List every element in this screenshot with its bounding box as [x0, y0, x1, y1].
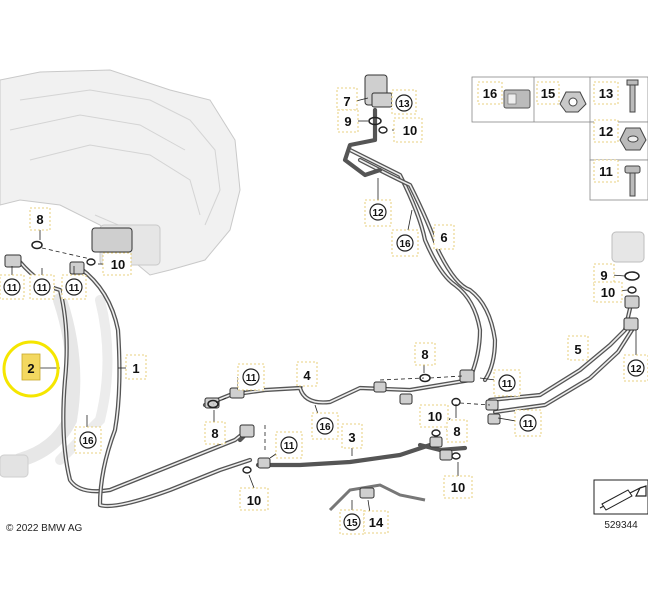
callout-1-text: 1	[132, 361, 139, 376]
callout-10f: 10	[443, 475, 473, 499]
legend-11-text: 11	[599, 164, 613, 179]
callout-10e: 10	[239, 487, 269, 511]
callout-9a-text: 9	[344, 114, 351, 129]
callout-14: 14	[363, 510, 389, 534]
callout-8b-text: 8	[211, 426, 218, 441]
legend-12: 12	[593, 119, 647, 151]
callout-10c-text: 10	[428, 409, 442, 424]
callout-16b: 16	[74, 426, 102, 454]
callout-12a-text: 12	[372, 208, 384, 219]
callout-4: 4	[296, 361, 318, 387]
callouts: 7 13 9 10 12 16	[0, 87, 648, 535]
callout-12a: 12	[364, 199, 392, 227]
callout-16a: 16	[391, 229, 419, 257]
callout-3: 3	[341, 423, 363, 449]
callout-11a-text: 11	[7, 283, 18, 294]
bolt-icon	[629, 81, 636, 113]
fittings	[4, 74, 645, 512]
callout-10f-text: 10	[451, 480, 465, 495]
callout-10a-text: 10	[403, 123, 417, 138]
callout-15: 15	[339, 509, 365, 535]
diagram-id-box: 529344	[593, 479, 648, 531]
legend-13: 13	[593, 79, 639, 113]
callout-11g-text: 11	[284, 441, 295, 452]
legend-16-text: 16	[483, 86, 497, 101]
screw-icon	[629, 171, 636, 197]
diagram-number: 529344	[604, 520, 638, 531]
callout-8c-text: 8	[421, 347, 428, 362]
callout-8a-text: 8	[36, 212, 43, 227]
callout-9b-text: 9	[600, 268, 607, 283]
callout-7: 7	[336, 87, 358, 111]
callout-8c: 8	[414, 342, 436, 366]
callout-11c: 11	[61, 274, 87, 300]
highlight-ring	[2, 340, 60, 398]
copyright-text: © 2022 BMW AG	[6, 523, 83, 534]
callout-2-highlight[interactable]: 2	[2, 340, 60, 398]
callout-13-text: 13	[398, 99, 410, 110]
callout-11c-text: 11	[69, 283, 80, 294]
callout-11b-text: 11	[37, 283, 48, 294]
callout-11e: 11	[493, 369, 521, 397]
small-parts-legend: 16 15 13 12 11	[471, 76, 648, 201]
callout-11g: 11	[275, 431, 303, 459]
callout-11d: 11	[237, 363, 265, 391]
callout-8d-text: 8	[453, 424, 460, 439]
callout-4-text: 4	[303, 368, 311, 383]
callout-6: 6	[433, 224, 455, 250]
callout-3-text: 3	[348, 430, 355, 445]
callout-11f: 11	[514, 409, 542, 437]
callout-14-text: 14	[369, 515, 384, 530]
callout-15-text: 15	[346, 518, 358, 529]
arrow-icon	[599, 485, 647, 509]
callout-16c: 16	[311, 412, 339, 440]
callout-10a: 10	[393, 117, 423, 143]
callout-8d: 8	[446, 419, 468, 443]
callout-16b-text: 16	[82, 436, 94, 447]
legend-15: 15	[536, 81, 587, 113]
callout-8a: 8	[29, 207, 51, 231]
callout-10b: 10	[102, 252, 132, 276]
callout-16c-text: 16	[319, 422, 331, 433]
callout-11f-text: 11	[523, 419, 534, 430]
callout-10c: 10	[419, 404, 449, 428]
legend-11: 11	[593, 159, 641, 197]
legend-15-text: 15	[541, 86, 555, 101]
callout-11e-text: 11	[502, 379, 513, 390]
callout-6-text: 6	[440, 230, 447, 245]
callout-12b-text: 12	[630, 364, 642, 375]
callout-11b: 11	[29, 274, 55, 300]
callout-1: 1	[125, 354, 147, 380]
callout-5-text: 5	[574, 342, 581, 357]
callout-10d: 10	[593, 281, 623, 303]
callout-12b: 12	[623, 354, 648, 382]
legend-16: 16	[477, 81, 531, 109]
callout-10d-text: 10	[601, 285, 615, 300]
legend-12-text: 12	[599, 124, 613, 139]
callout-7-text: 7	[343, 94, 350, 109]
callout-10e-text: 10	[247, 493, 261, 508]
callout-16a-text: 16	[399, 239, 411, 250]
callout-10b-text: 10	[111, 257, 125, 272]
callout-8b: 8	[204, 421, 226, 445]
callout-2-text: 2	[27, 361, 34, 376]
callout-11d-text: 11	[246, 373, 257, 384]
callout-5: 5	[567, 335, 589, 361]
callout-11a: 11	[0, 274, 25, 300]
callout-13: 13	[391, 89, 417, 115]
callout-9a: 9	[337, 109, 359, 133]
legend-13-text: 13	[599, 86, 613, 101]
